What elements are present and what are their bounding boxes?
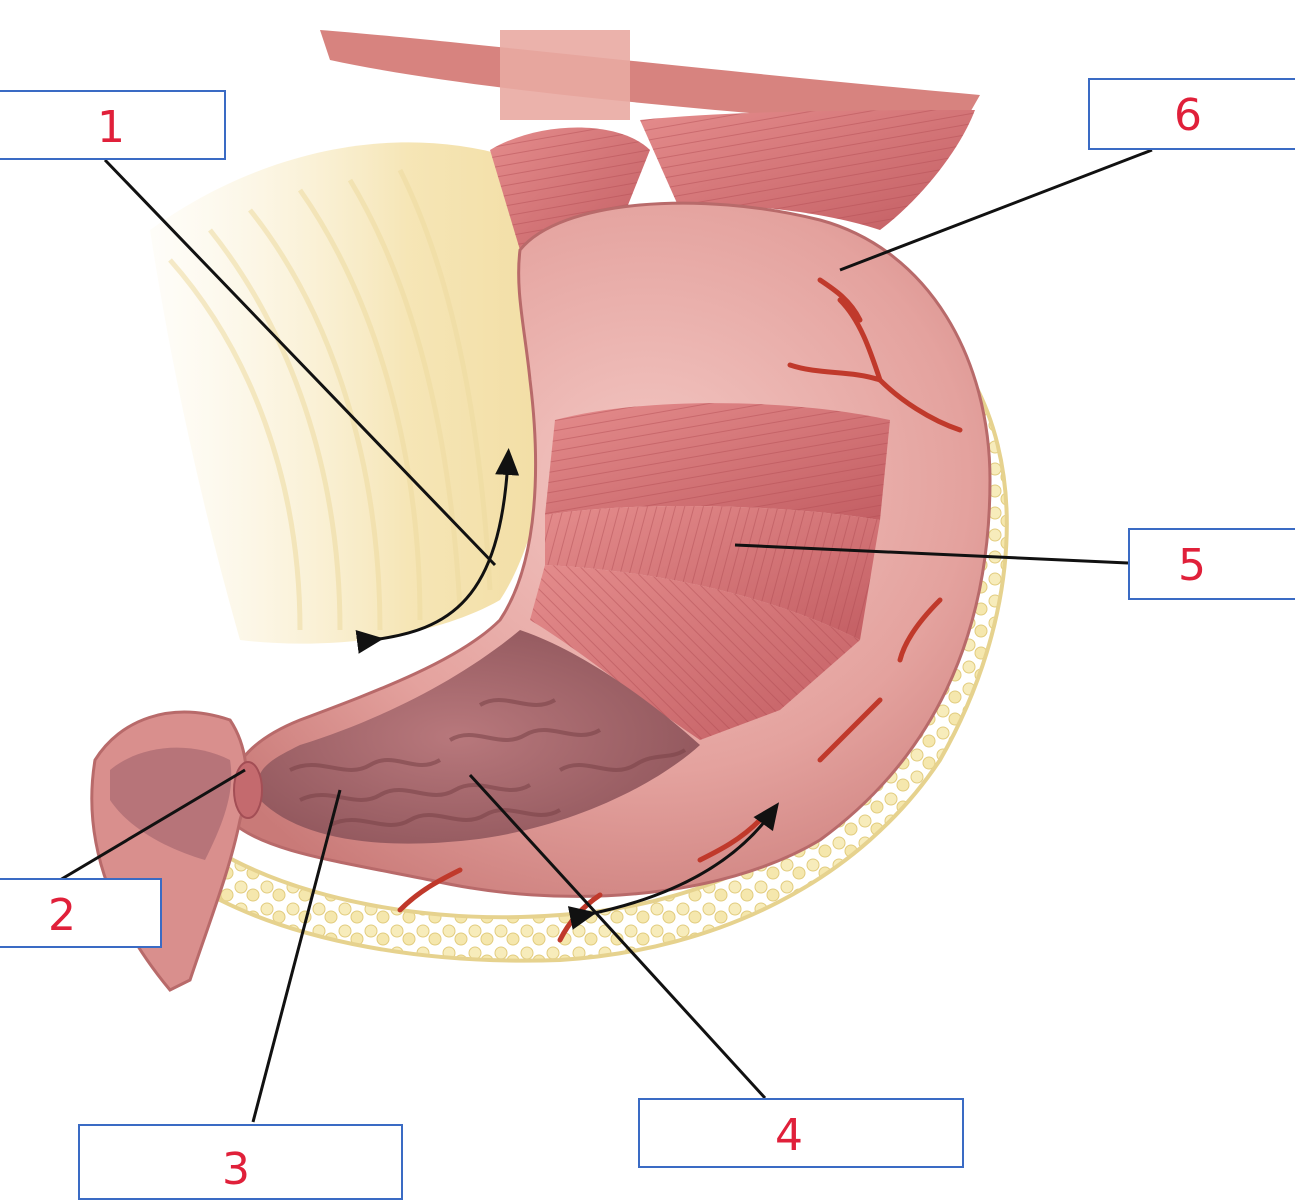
curvature-arrows [355, 448, 780, 930]
leader-line-3 [251, 789, 342, 1123]
label-number-1: 1 [97, 102, 125, 153]
leader-line-4 [468, 773, 767, 1100]
leader-line-5 [734, 543, 1129, 565]
label-box-3[interactable]: 3 [78, 1124, 403, 1200]
label-number-3: 3 [222, 1144, 250, 1195]
label-box-1[interactable]: 1 [0, 90, 226, 160]
diaphragm [320, 30, 980, 230]
label-number-5: 5 [1178, 540, 1206, 591]
leader-lines [59, 148, 1153, 1123]
mucosa-interior [257, 630, 700, 844]
pylorus-duodenum [90, 710, 263, 992]
label-box-6[interactable]: 6 [1088, 78, 1295, 150]
label-number-6: 6 [1174, 90, 1202, 141]
label-number-4: 4 [775, 1110, 803, 1161]
leader-line-1 [103, 158, 497, 567]
leader-line-6 [839, 148, 1153, 272]
leader-line-2 [59, 768, 246, 882]
label-box-5[interactable]: 5 [1128, 528, 1295, 600]
label-box-2[interactable]: 2 [0, 878, 162, 948]
label-box-4[interactable]: 4 [638, 1098, 964, 1168]
muscularis-window [530, 403, 890, 740]
label-number-2: 2 [48, 890, 76, 941]
